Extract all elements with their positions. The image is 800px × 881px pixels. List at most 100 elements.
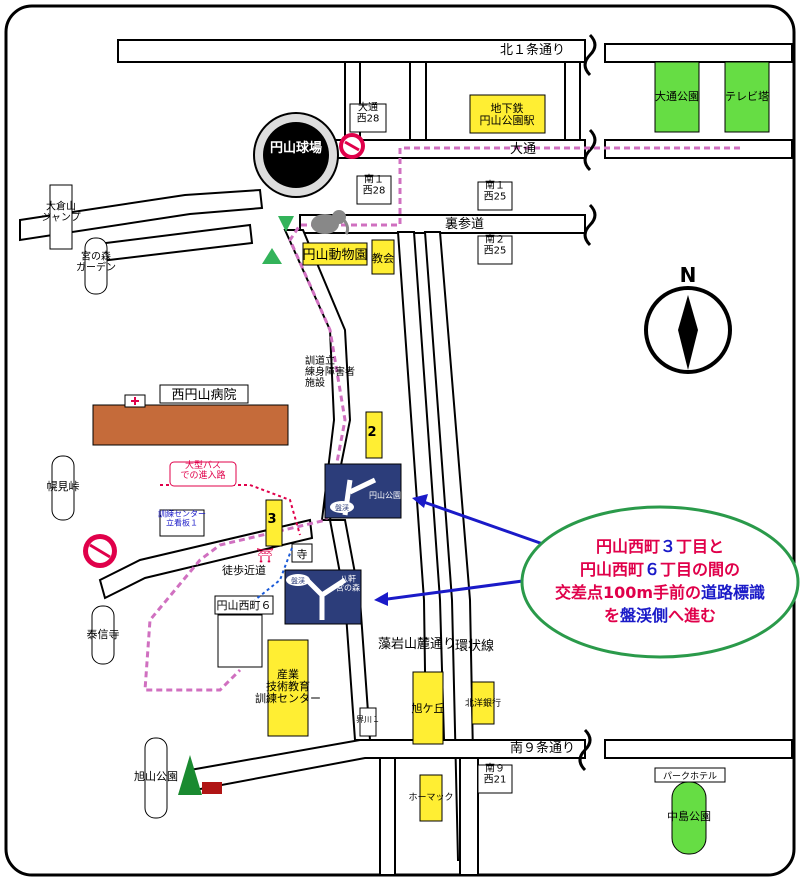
big-bus-label: 大型バスでの進入路 xyxy=(180,459,225,481)
handicap-label: 訓道立練身障害者施設 xyxy=(305,354,355,389)
compass-label: N xyxy=(680,263,697,287)
zoo-box xyxy=(302,242,368,266)
torii-icon: ⛩ xyxy=(256,548,274,564)
street-minami9jo: 南９条通り xyxy=(510,740,575,756)
no-entry-icon xyxy=(339,133,365,159)
nishimaruyama6-label: 円山西町６ xyxy=(217,599,272,612)
zoo-label: 円山動物園 xyxy=(302,248,367,263)
street-kanjo: 環状線 xyxy=(455,638,494,654)
asahigaoka-box xyxy=(412,671,444,745)
bank-box xyxy=(471,681,495,725)
road-sign-upper: 盤渓 円山公園 xyxy=(324,463,402,519)
callout-line-4: を盤渓側へ進む xyxy=(604,606,716,625)
address-box xyxy=(477,764,513,794)
subway-box xyxy=(469,94,546,134)
road-north-v1 xyxy=(409,61,427,141)
address-sakaigawa: 界川１ xyxy=(356,715,380,724)
callout-arrow xyxy=(417,498,561,552)
callout-line-3: 交差点100m手前の道路標識 xyxy=(555,583,765,602)
address-box xyxy=(356,175,392,205)
center-box xyxy=(267,639,309,737)
tv-tower-box xyxy=(724,61,770,133)
no-entry-icon xyxy=(83,534,117,568)
road-sign-upper-right-text: 円山公園 xyxy=(369,490,401,500)
miyanomori-label: 宮の森ガーデン xyxy=(76,250,116,274)
temple-label: 寺 xyxy=(297,548,308,561)
street-odori: 大通 xyxy=(510,142,536,157)
road-sign-lower-right-text: 八軒宮の森 xyxy=(336,575,360,593)
address-minami9-21: 南９西21 xyxy=(484,762,507,786)
road-sign-lower-left-text: 盤渓 xyxy=(291,576,305,585)
street-urasando: 裏参道 xyxy=(445,216,484,232)
nishimaruyama6-box xyxy=(214,595,274,615)
street-moiwa: 藻岩山麓通り xyxy=(378,637,456,652)
address-minami1-25: 南１西25 xyxy=(484,179,507,203)
asahiyama-box xyxy=(144,737,168,819)
hospital-building xyxy=(92,394,289,446)
tv-tower-label: テレビ塔 xyxy=(725,90,769,103)
center-board-box xyxy=(159,509,205,537)
callout-arrow xyxy=(379,578,531,602)
sign3-number: 3 xyxy=(267,512,276,527)
callout-line-2: 円山西町６丁目の間の xyxy=(580,560,740,579)
taishin-label: 泰信寺 xyxy=(87,627,120,641)
homac-box xyxy=(419,774,443,822)
callout-line-1: 円山西町３丁目と xyxy=(596,537,724,556)
road-hospital xyxy=(98,518,314,600)
road-south-2 xyxy=(459,757,479,876)
okurayama-box xyxy=(49,184,73,250)
church-box xyxy=(371,239,395,275)
stadium-label: 円山球場 xyxy=(270,140,322,156)
miyanomori-box xyxy=(84,237,108,295)
odori-park-box xyxy=(654,61,700,133)
callout-arrow-head xyxy=(412,494,428,508)
road-okurayama xyxy=(19,188,264,242)
sign3-box xyxy=(265,499,283,547)
callout-bubble xyxy=(520,505,800,659)
center-building xyxy=(217,614,263,668)
big-bus-box xyxy=(169,461,237,487)
park-hotel-box xyxy=(654,767,726,783)
church-label: 教会 xyxy=(372,252,394,265)
center-board-label: 訓練センター立看板１ xyxy=(158,509,206,528)
address-minami1-28: 南１西28 xyxy=(363,173,386,197)
temple-box xyxy=(291,543,313,563)
horomi-box xyxy=(51,455,75,521)
tree-icon xyxy=(178,755,202,795)
triangle-marker-icon xyxy=(262,248,282,264)
address-box xyxy=(359,707,377,737)
road-south-1 xyxy=(379,757,396,876)
subway-label: 地下鉄円山公園駅 xyxy=(480,101,535,127)
asahiyama-label: 旭山公園 xyxy=(134,769,178,783)
horomi-label: 幌見峠 xyxy=(47,479,80,493)
street-kita1jo: 北１条通り xyxy=(500,42,565,58)
okurayama-label: 大倉山ジャンプ xyxy=(41,200,80,224)
road-minami9jo-east xyxy=(604,739,793,759)
walk-path-line xyxy=(254,547,293,601)
walk-path-label: 徒歩近道 xyxy=(222,563,266,577)
bank-label: 北洋銀行 xyxy=(465,697,501,709)
hospital-label: 西円山病院 xyxy=(171,388,236,403)
address-odori28: 大通西28 xyxy=(357,101,380,125)
address-minami2-25: 南２西25 xyxy=(484,233,507,257)
sign2-box xyxy=(365,411,383,459)
taishin-box xyxy=(91,605,115,665)
address-box xyxy=(477,181,513,211)
compass-icon: N xyxy=(644,263,732,374)
callout-arrow-head xyxy=(374,592,388,606)
road-kita1jo-east xyxy=(604,43,793,63)
center-label: 産業技術教育訓練センター xyxy=(255,668,321,705)
map-frame xyxy=(4,4,796,877)
maruyama-stadium: 円山球場 xyxy=(253,112,339,198)
road-north-v2 xyxy=(564,61,581,141)
map-break-marks xyxy=(578,33,597,772)
address-box xyxy=(477,235,513,265)
sign2-number: 2 xyxy=(367,425,376,440)
road-sign-upper-left-text: 盤渓 xyxy=(335,503,349,512)
nakajima-label: 中島公園 xyxy=(667,809,711,823)
address-box xyxy=(349,103,387,133)
park-hotel-label: パークホテル xyxy=(663,771,717,782)
triangle-marker-icon xyxy=(278,216,294,232)
asahigaoka-label: 旭ケ丘 xyxy=(412,701,445,715)
